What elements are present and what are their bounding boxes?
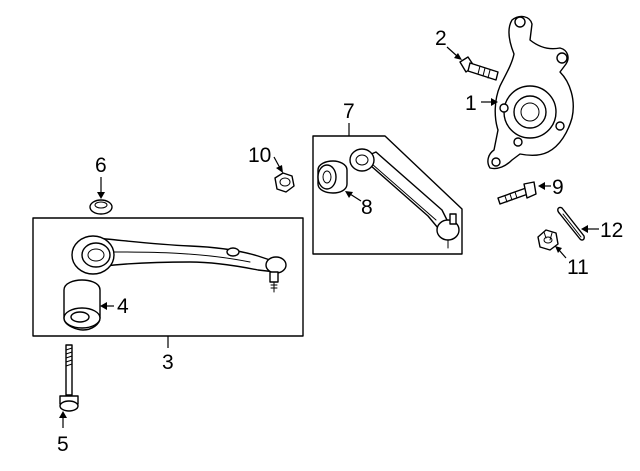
bolt-part-9 — [497, 181, 537, 205]
callout-8: 8 — [361, 196, 373, 219]
cotter-pin-part-12 — [557, 206, 585, 241]
castle-nut-part-11 — [537, 229, 559, 251]
callout-4: 4 — [117, 295, 129, 318]
callout-1: 1 — [465, 92, 477, 115]
callout-9: 9 — [552, 176, 564, 199]
bushing-part-8 — [317, 160, 348, 194]
callout-10: 10 — [248, 144, 271, 167]
callout-12: 12 — [600, 219, 623, 242]
bolt-part-2 — [459, 56, 499, 81]
callout-6: 6 — [95, 154, 107, 177]
callout-3: 3 — [162, 351, 174, 374]
upper-control-arm — [349, 148, 460, 249]
steering-knuckle-part-1 — [487, 15, 574, 170]
bolt-part-5 — [59, 344, 79, 412]
callout-5: 5 — [57, 433, 69, 456]
callout-2: 2 — [435, 27, 447, 50]
callout-11: 11 — [567, 256, 589, 279]
callout-7: 7 — [343, 100, 355, 123]
nut-part-6 — [89, 199, 113, 215]
bushing-part-4 — [63, 279, 101, 331]
upper-arm-group-box — [312, 135, 463, 255]
nut-part-10 — [274, 172, 295, 193]
lower-control-arm — [71, 235, 287, 293]
